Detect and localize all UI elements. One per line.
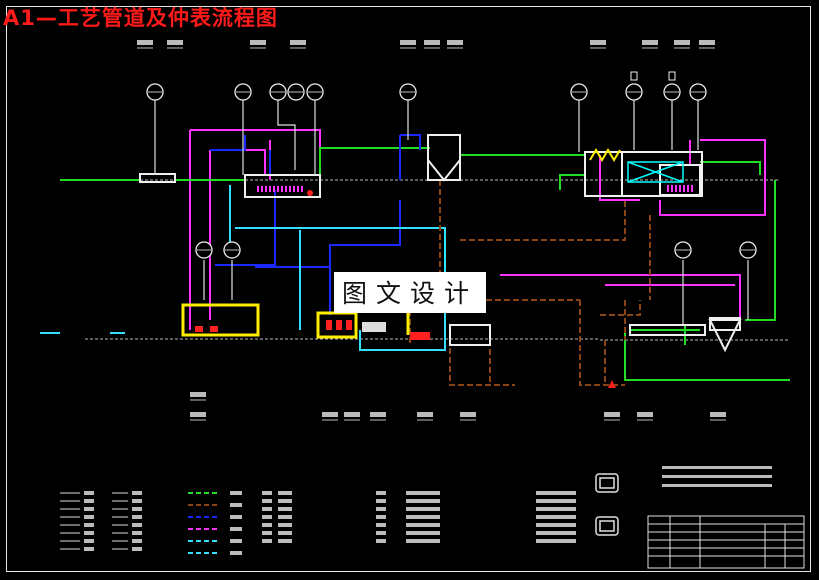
title-block (647, 515, 805, 569)
reuse-pipe-network (40, 185, 446, 351)
equipment-tags-bottom (190, 392, 726, 421)
sludge-thickener (708, 319, 742, 353)
blower (362, 322, 386, 332)
drawing-border (6, 6, 811, 572)
aerators (257, 185, 693, 192)
equipment-yellow (181, 148, 621, 339)
ground-lines (60, 179, 790, 341)
clarifier-1 (427, 134, 461, 181)
chemical-pipe-network (210, 134, 421, 315)
filter-bed (629, 324, 706, 336)
water-pipe-network (60, 147, 790, 381)
legend (60, 466, 772, 555)
aeration-tank-1 (244, 174, 321, 198)
watermark-text: 图文设计 (334, 272, 487, 313)
thickener-top (709, 317, 741, 331)
drawing-title: A1—工艺管道及仲表流程图 (3, 6, 278, 30)
clarifier-1-cone (427, 159, 461, 182)
instrument-leaders (154, 100, 749, 325)
screen-channel (139, 173, 176, 183)
clarifier-2 (449, 324, 491, 346)
mbbr-media (627, 161, 684, 183)
pump-pit (182, 304, 259, 336)
instrument-bubbles-bottom (195, 241, 757, 259)
equipment-tags-top (137, 40, 715, 49)
pumps-valves (195, 190, 616, 388)
sub-tank (659, 164, 701, 196)
legend-symbols (595, 473, 619, 536)
instrument-bubbles-top (146, 71, 707, 101)
